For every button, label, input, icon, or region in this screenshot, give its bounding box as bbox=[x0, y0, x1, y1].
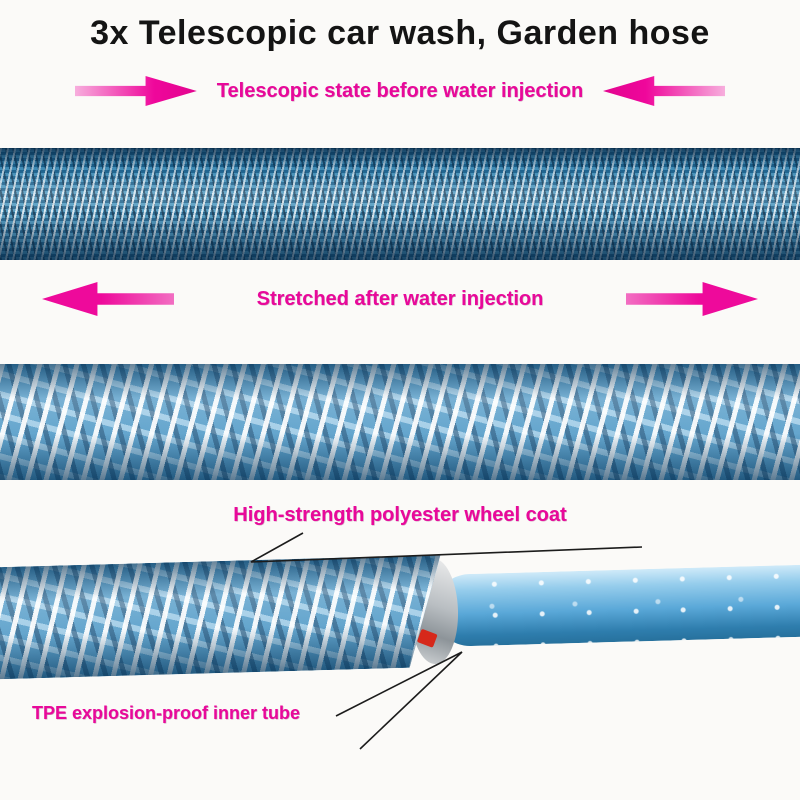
arrow-right-icon bbox=[74, 76, 197, 106]
arrow-right-icon bbox=[626, 282, 758, 316]
hose-cutaway-image bbox=[0, 545, 800, 680]
hose-stretched-image bbox=[0, 364, 800, 480]
polyester-coat bbox=[0, 554, 472, 679]
arrow-left-icon bbox=[42, 282, 174, 316]
annotation-row-after: Stretched after water injection bbox=[0, 282, 800, 316]
polyester-coat-label: High-strength polyester wheel coat bbox=[233, 504, 567, 526]
before-injection-label: Telescopic state before water injection bbox=[216, 79, 584, 102]
inner-tube bbox=[432, 564, 800, 648]
after-injection-label: Stretched after water injection bbox=[256, 287, 544, 310]
inner-tube-label: TPE explosion-proof inner tube bbox=[32, 703, 301, 723]
page-title: 3x Telescopic car wash, Garden hose bbox=[90, 14, 710, 52]
arrow-left-icon bbox=[603, 76, 725, 106]
hose-compressed-image bbox=[0, 148, 800, 260]
annotation-row-before: Telescopic state before water injection bbox=[0, 76, 800, 106]
